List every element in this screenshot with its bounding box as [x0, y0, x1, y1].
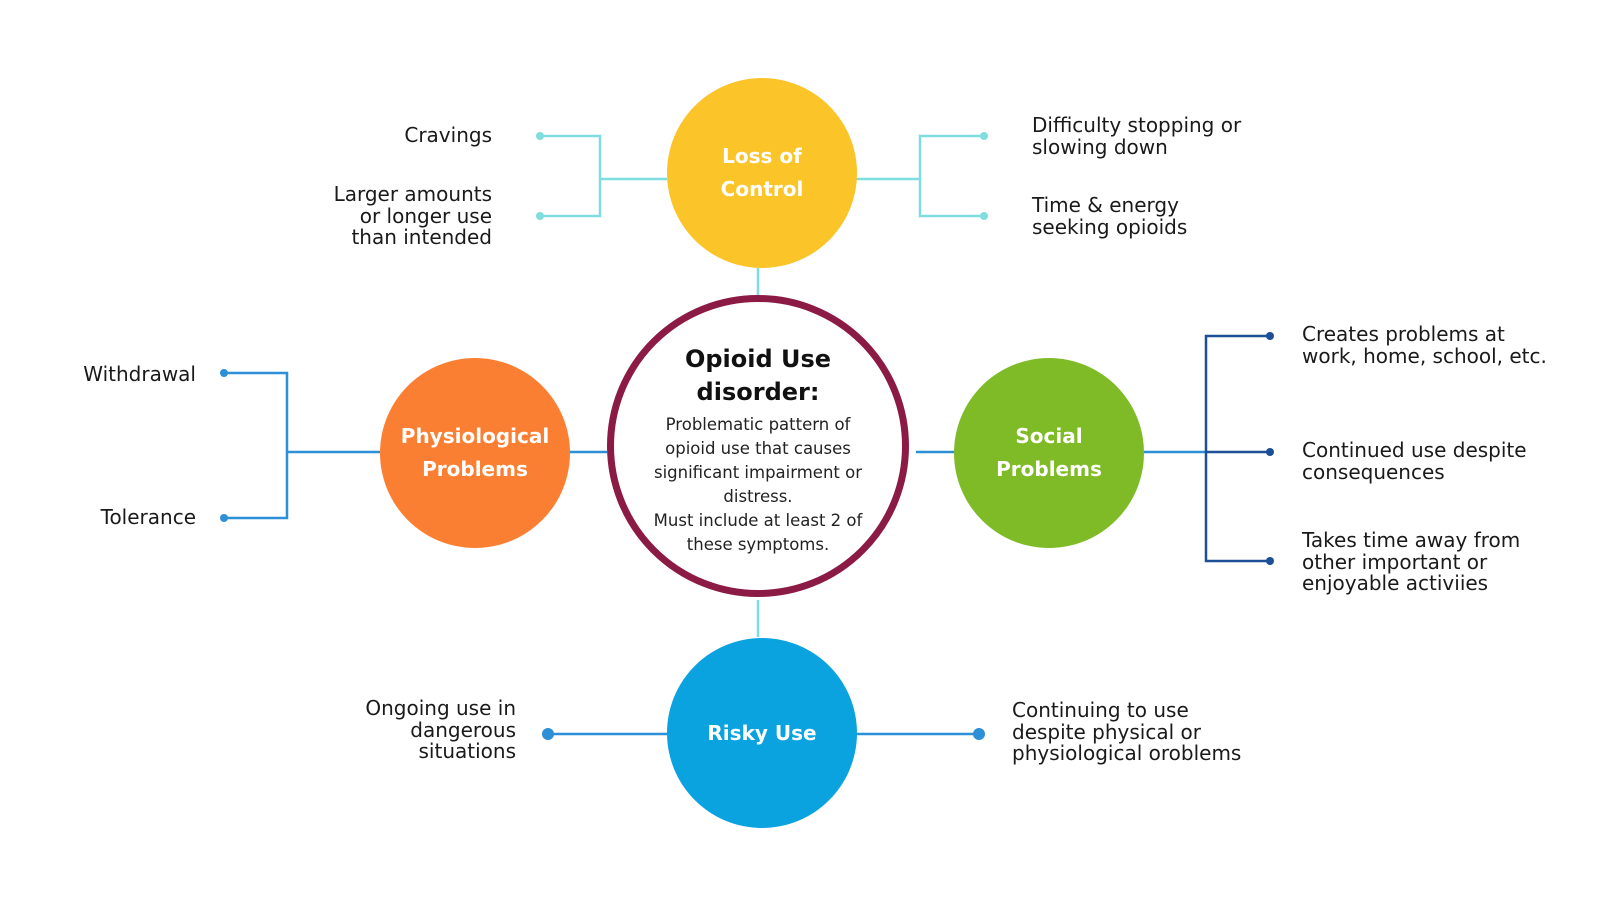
social-problems-circle: Social Problems: [954, 358, 1144, 548]
risky-use-circle: Risky Use: [667, 638, 857, 828]
loss-of-control-circle: Loss of Control: [667, 78, 857, 268]
item-difficulty-stopping: Difficulty stopping or slowing down: [1032, 113, 1242, 159]
loss-of-control-label: Loss of Control: [720, 144, 804, 201]
connector-dot: [536, 212, 544, 220]
connector-dot: [1266, 448, 1274, 456]
center-definition-circle: Opioid Use disorder: Problematic pattern…: [607, 295, 909, 597]
item-tolerance: Tolerance: [100, 505, 196, 529]
item-continued-use: Continued use despite consequences: [1302, 438, 1527, 484]
item-ongoing-use: Ongoing use in dangerous situations: [365, 696, 516, 763]
connector-dot: [980, 132, 988, 140]
risky-use-label: Risky Use: [707, 720, 817, 745]
connector-dot: [980, 212, 988, 220]
connector-dot: [220, 369, 228, 377]
center-description: Problematic pattern of opioid use that c…: [653, 415, 863, 554]
connector-loss-left: [540, 134, 667, 218]
item-creates-problems: Creates problems at work, home, school, …: [1302, 322, 1547, 368]
physiological-problems-circle: Physiological Problems: [380, 358, 570, 548]
connector-dot: [973, 728, 985, 740]
item-time-energy: Time & energy seeking opioids: [1032, 193, 1188, 239]
social-problems-label: Social Problems: [996, 424, 1102, 481]
item-continuing-to-use: Continuing to use despite physical or ph…: [1012, 698, 1242, 765]
item-cravings: Cravings: [404, 123, 492, 147]
item-takes-time-away: Takes time away from other important or …: [1302, 528, 1521, 595]
item-larger-amounts: Larger amounts or longer use than intend…: [333, 182, 492, 249]
connector-dot: [536, 132, 544, 140]
connector-dot: [542, 728, 554, 740]
item-withdrawal: Withdrawal: [83, 362, 196, 386]
physiological-problems-label: Physiological Problems: [400, 424, 550, 481]
connector-dot: [1266, 557, 1274, 565]
connector-physiological: [224, 371, 607, 520]
center-title: Opioid Use disorder:: [684, 345, 832, 406]
connector-social: [1204, 334, 1270, 563]
connector-loss-right: [851, 134, 984, 218]
connector-dot: [1266, 332, 1274, 340]
connector-dot: [220, 514, 228, 522]
